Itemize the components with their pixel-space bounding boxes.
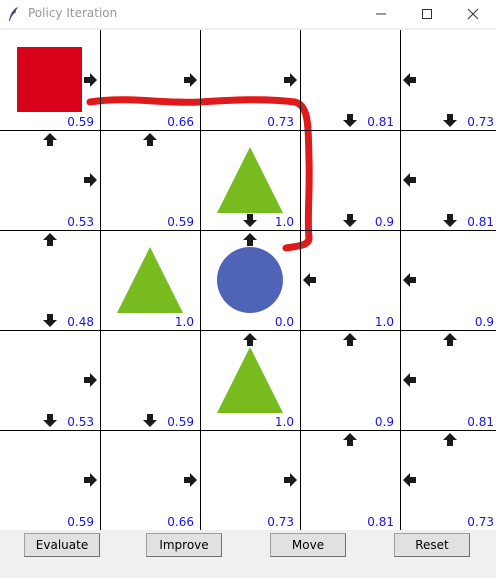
triangle-obstacle (217, 347, 283, 413)
arrow-right-icon (284, 473, 297, 487)
arrow-up-icon (243, 333, 257, 346)
cell-value: 1.0 (274, 415, 294, 429)
feather-icon (7, 6, 21, 22)
arrow-down-icon (343, 114, 357, 127)
arrow-up-icon (43, 133, 57, 146)
arrow-up-icon (243, 233, 257, 246)
evaluate-button[interactable]: Evaluate (24, 533, 100, 557)
arrow-right-icon (84, 473, 97, 487)
minimize-button[interactable] (358, 0, 404, 28)
minimize-icon (376, 13, 386, 15)
improve-button[interactable]: Improve (146, 533, 222, 557)
agent-path-line (86, 96, 313, 252)
arrow-right-icon (84, 373, 97, 387)
cell-value: 0.53 (67, 415, 94, 429)
cell-value: 0.81 (367, 115, 394, 129)
circle-goal (217, 247, 283, 313)
cell-value: 0.9 (374, 215, 394, 229)
reset-button[interactable]: Reset (394, 533, 470, 557)
arrow-down-icon (343, 214, 357, 227)
cell-value: 0.9 (374, 415, 394, 429)
grid-line-horizontal (0, 230, 496, 231)
arrow-right-icon (284, 73, 297, 87)
cell-value: 0.73 (267, 515, 294, 529)
arrow-left-icon (403, 373, 416, 387)
arrow-down-icon (443, 214, 457, 227)
arrow-down-icon (443, 114, 457, 127)
cell-value: 1.0 (274, 215, 294, 229)
cell-value: 0.59 (167, 215, 194, 229)
arrow-up-icon (443, 333, 457, 346)
cell-value: 0.59 (67, 515, 94, 529)
cell-value: 1.0 (374, 315, 394, 329)
grid-line-vertical (200, 30, 201, 530)
arrow-up-icon (143, 133, 157, 146)
window-title: Policy Iteration (28, 6, 118, 20)
arrow-down-icon (43, 314, 57, 327)
grid-line-horizontal (0, 430, 496, 431)
arrow-right-icon (184, 73, 197, 87)
cell-value: 0.59 (167, 415, 194, 429)
arrow-down-icon (243, 214, 257, 227)
grid-line-vertical (400, 30, 401, 530)
cell-value: 0.73 (267, 115, 294, 129)
cell-value: 0.81 (467, 215, 494, 229)
arrow-down-icon (43, 414, 57, 427)
cell-value: 0.53 (67, 215, 94, 229)
grid-line-horizontal (0, 330, 496, 331)
arrow-right-icon (84, 173, 97, 187)
arrow-up-icon (43, 233, 57, 246)
cell-value: 0.81 (367, 515, 394, 529)
arrow-left-icon (403, 473, 416, 487)
close-button[interactable] (450, 0, 496, 28)
arrow-right-icon (84, 73, 97, 87)
cell-value: 1.0 (174, 315, 194, 329)
arrow-up-icon (343, 433, 357, 446)
cell-value: 0.81 (467, 415, 494, 429)
cell-value: 0.0 (274, 315, 294, 329)
grid-canvas: 0.59 0.66 0.73 0.81 0.73 0.53 0.59 1.0 0.9 0.81 0.… (0, 30, 496, 530)
close-icon (467, 8, 479, 20)
arrow-up-icon (343, 333, 357, 346)
maximize-icon (422, 9, 432, 19)
grid-line-vertical (300, 30, 301, 530)
agent-square (17, 47, 82, 112)
cell-value: 0.73 (467, 115, 494, 129)
title-bar: Policy Iteration (0, 0, 496, 28)
arrow-left-icon (403, 273, 416, 287)
cell-value: 0.48 (67, 315, 94, 329)
move-button[interactable]: Move (270, 533, 346, 557)
cell-value: 0.66 (167, 515, 194, 529)
arrow-left-icon (303, 273, 316, 287)
cell-value: 0.66 (167, 115, 194, 129)
maximize-button[interactable] (404, 0, 450, 28)
grid-line-horizontal (0, 130, 496, 131)
cell-value: 0.9 (474, 315, 494, 329)
triangle-obstacle (117, 247, 183, 313)
cell-value: 0.73 (467, 515, 494, 529)
arrow-left-icon (403, 73, 416, 87)
triangle-obstacle (217, 147, 283, 213)
arrow-up-icon (443, 433, 457, 446)
cell-value: 0.59 (67, 115, 94, 129)
arrow-right-icon (184, 473, 197, 487)
grid-line-vertical (100, 30, 101, 530)
arrow-left-icon (403, 173, 416, 187)
arrow-down-icon (143, 414, 157, 427)
